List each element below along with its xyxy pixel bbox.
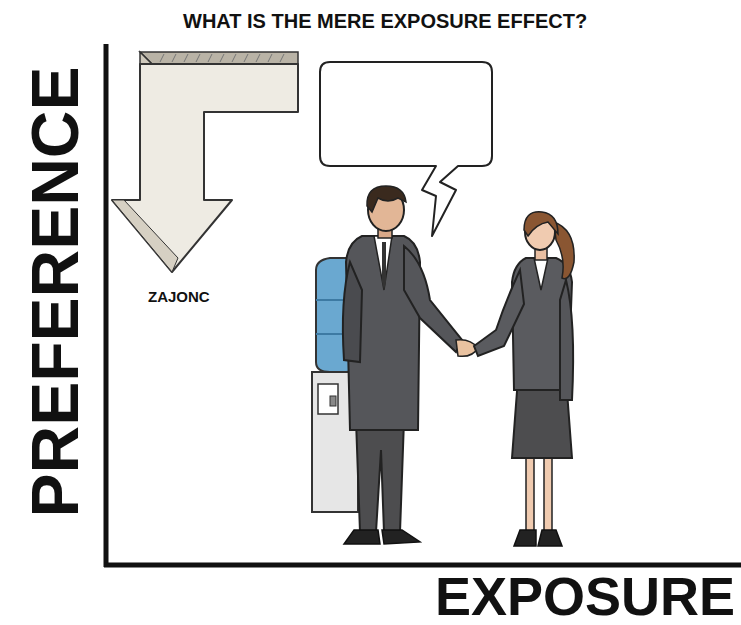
y-axis — [104, 44, 109, 567]
man-figure — [343, 186, 478, 544]
woman-figure — [474, 212, 574, 546]
x-axis — [104, 563, 741, 568]
down-arrow — [112, 52, 298, 272]
arrow-label: ZAJONC — [148, 288, 210, 305]
speech-bubble — [320, 62, 492, 236]
y-axis-label: PREFERENCE — [22, 66, 88, 517]
title: WHAT IS THE MERE EXPOSURE EFFECT? — [183, 10, 587, 33]
x-axis-label: EXPOSURE — [435, 569, 735, 623]
